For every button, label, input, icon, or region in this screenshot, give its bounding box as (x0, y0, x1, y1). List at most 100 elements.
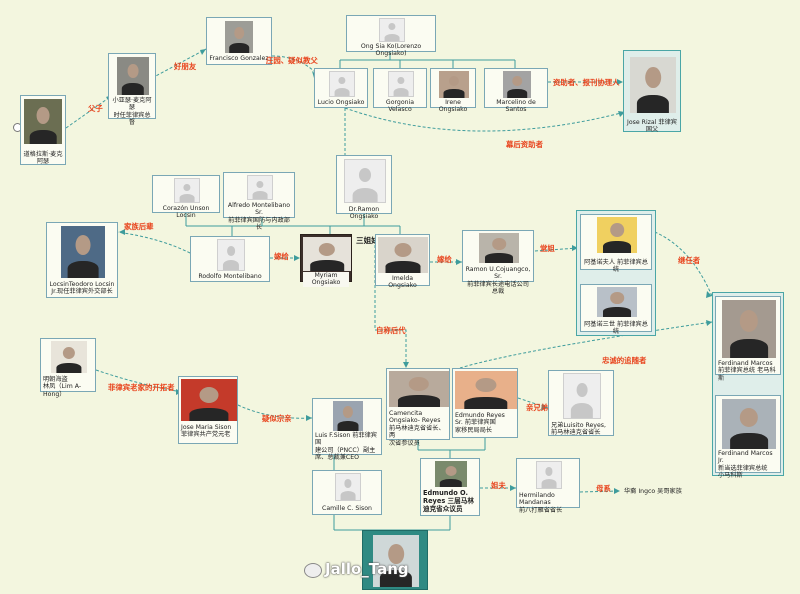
node-imelda-ongsiako[interactable]: Imelda Ongsiako (375, 234, 430, 289)
edge-label-brother: 亲兄弟 (526, 403, 549, 412)
label-jose-rizal: Jose Rizal 菲律宾国父 (627, 119, 677, 134)
photo-arthur-macarthur (117, 57, 149, 95)
node-gorgonia-velasco[interactable]: Gorgonia Velasco (373, 68, 427, 113)
label-luisito-reyes: 兄弟Luisito Reyes, 前马林迪克省省长 (551, 422, 606, 437)
node-ramon-ongsiako[interactable]: Dr.Ramon Ongsiako (336, 155, 392, 220)
node-francisco-gonzalez[interactable]: Francisco Gonzalez (206, 17, 272, 65)
node-aquino-iii[interactable]: 阿基诺三世 前菲律宾总统 (580, 284, 652, 335)
watermark: Jallo_Tang (325, 560, 409, 578)
label-myriam-ongsiako: Myriam Ongsiako (303, 272, 349, 287)
photo-bottom-reyes (373, 535, 419, 587)
label-douglas-macarthur: 道格拉斯·麦克阿瑟 (23, 151, 63, 166)
node-luis-sison[interactable]: Luis F.Sison 前菲律宾国 建公司（PNCC）副主 席、总裁兼CEO (312, 398, 382, 461)
label-jose-maria-sison: Jose Maria Sison 菲律宾共产党元老 (181, 424, 232, 439)
photo-locsin-jr (61, 226, 105, 278)
photo-irene-ongsiako (439, 71, 469, 98)
photo-camencita-reyes (389, 371, 449, 407)
node-camencita-reyes[interactable]: Camencita Ongsiako- Reyes 前马林迪克省省长、两 次省参… (386, 368, 450, 447)
photo-marcos-jr (722, 399, 776, 449)
photo-imelda-ongsiako (378, 237, 428, 273)
edge-label-father: 父子 (88, 104, 103, 113)
photo-aquino-mother (597, 217, 637, 253)
node-arthur-macarthur[interactable]: 小亚瑟·麦克阿瑟 时任菲律宾总督 (108, 53, 156, 126)
label-gorgonia-velasco: Gorgonia Velasco (385, 99, 415, 114)
edge-label-family-rising: 家族后辈 (124, 222, 154, 231)
photo-jose-rizal (630, 57, 676, 113)
node-edmundo-o-reyes[interactable]: Edmundo O. Reyes 三届马林 迪克省众议员 (420, 458, 480, 516)
photo-luis-sison (333, 401, 363, 431)
edge-label-maternal: 母系 (596, 484, 611, 493)
node-alfredo-montelibano[interactable]: Alfredo Montelibano Sr. 前菲律宾国防与内政部长 (223, 172, 295, 231)
node-lucio-ongsiako[interactable]: Lucio Ongsiako (314, 68, 368, 108)
label-alfredo-montelibano: Alfredo Montelibano Sr. 前菲律宾国防与内政部长 (227, 202, 291, 232)
label-corazon-locsin: Corazón Unson Locsin (162, 205, 210, 220)
node-aquino-mother[interactable]: 阿基诺夫人 前菲律宾总统 (580, 214, 652, 273)
node-ferdinand-marcos[interactable]: Ferdinand Marcos 前菲律宾总统 老马科斯 (715, 296, 781, 382)
weibo-icon (304, 563, 322, 578)
node-lim-ah-hong[interactable]: 明朝海盗 林凤（Lim A- Hong） (40, 338, 96, 398)
edge-label-successor: 继任者 (678, 256, 701, 265)
node-jose-maria-sison[interactable]: Jose Maria Sison 菲律宾共产党元老 (178, 376, 238, 444)
node-camille-sison[interactable]: Camille C. Sison (312, 470, 382, 515)
edge-label-suspected-clan: 疑似宗亲 (262, 414, 292, 423)
node-irene-ongsiako[interactable]: Irene Ongsiako (430, 68, 476, 113)
photo-ferdinand-marcos (722, 300, 776, 358)
photo-rodolfo-montelibano (217, 239, 245, 271)
node-ong-sia-ko[interactable]: Ong Sia Ko(Lorenzo Ongsiako) (346, 15, 436, 57)
edge-label-cousin: 堂姐 (540, 244, 555, 253)
label-ramon-ongsiako: Dr.Ramon Ongsiako (348, 206, 380, 221)
label-camencita-reyes: Camencita Ongsiako- Reyes 前马林迪克省省长、两 次省参… (389, 410, 445, 447)
photo-camille-sison (335, 473, 361, 501)
node-locsin-jr[interactable]: LocsinTeodoro Locsin Jr.现任菲律宾外交部长 (46, 222, 118, 298)
photo-ong-sia-ko (379, 18, 405, 42)
edge-label-loyal-follower: 忠诚的追随者 (602, 356, 647, 365)
label-irene-ongsiako: Irene Ongsiako (438, 99, 468, 114)
photo-corazon-locsin (174, 178, 200, 203)
node-luisito-reyes[interactable]: 兄弟Luisito Reyes, 前马林迪克省省长 (548, 370, 614, 436)
label-ingco-clan: 华裔 Ingco 吴哥家族 (624, 488, 682, 495)
label-edmundo-o-reyes: Edmundo O. Reyes 三届马林 迪克省众议员 (423, 489, 474, 513)
label-three-sisters: 三姐妹 (356, 236, 379, 245)
label-arthur-macarthur: 小亚瑟·麦克阿瑟 时任菲律宾总督 (112, 97, 152, 127)
node-jose-rizal[interactable]: Jose Rizal 菲律宾国父 (623, 50, 681, 134)
photo-jose-maria-sison (181, 379, 237, 421)
photo-myriam-ongsiako (303, 237, 351, 271)
photo-ramon-cojuangco (479, 233, 519, 263)
label-edmundo-reyes-sr: Edmundo Reyes Sr. 前菲律宾国 家移民局局长 (455, 412, 505, 434)
label-marcelino-de-santos: Marcelino de Santos (496, 99, 536, 114)
photo-ramon-ongsiako (344, 159, 386, 203)
photo-alfredo-montelibano (247, 175, 273, 200)
node-douglas-macarthur[interactable]: 道格拉斯·麦克阿瑟 (20, 95, 66, 165)
label-marcos-jr: Ferdinand Marcos Jr. 新当选菲律宾总统 小马科斯 (718, 450, 773, 480)
label-aquino-mother: 阿基诺夫人 前菲律宾总统 (584, 259, 648, 274)
photo-lucio-ongsiako (329, 71, 355, 97)
label-imelda-ongsiako: Imelda Ongsiako (388, 275, 417, 290)
photo-gorgonia-velasco (388, 71, 414, 97)
photo-marcelino-de-santos (503, 71, 531, 98)
label-hermilando-mandanas: Hermilando Mandanas 前八打雁省省长 (519, 492, 563, 514)
edge-label-son-in-law: 姐夫 (491, 481, 506, 490)
photo-edmundo-reyes-sr (455, 371, 517, 409)
node-corazon-locsin[interactable]: Corazón Unson Locsin (152, 175, 220, 219)
label-ferdinand-marcos: Ferdinand Marcos 前菲律宾总统 老马科斯 (718, 360, 776, 382)
label-lucio-ongsiako: Lucio Ongsiako (317, 99, 365, 106)
label-rodolfo-montelibano: Rodolfo Montelibano (198, 273, 262, 280)
label-locsin-jr: LocsinTeodoro Locsin Jr.现任菲律宾外交部长 (49, 281, 115, 296)
node-rodolfo-montelibano[interactable]: Rodolfo Montelibano (190, 236, 270, 282)
node-marcos-jr[interactable]: Ferdinand Marcos Jr. 新当选菲律宾总统 小马科斯 (715, 395, 781, 479)
node-hermilando-mandanas[interactable]: Hermilando Mandanas 前八打雁省省长 (516, 458, 580, 514)
label-ong-sia-ko: Ong Sia Ko(Lorenzo Ongsiako) (360, 43, 422, 58)
edge-label-founder: 菲律宾老家的开拓者 (108, 383, 175, 392)
photo-edmundo-o-reyes (435, 461, 467, 487)
node-ramon-cojuangco[interactable]: Ramon U.Cojuangco, Sr. 前菲律宾长途电话公司总裁 (462, 230, 534, 295)
node-bottom-reyes[interactable] (362, 530, 428, 590)
node-marcelino-de-santos[interactable]: Marcelino de Santos (484, 68, 548, 113)
edge-label-sponsor: 资助者、报刊协理人 (553, 78, 620, 87)
photo-lim-ah-hong (51, 341, 87, 373)
node-edmundo-reyes-sr[interactable]: Edmundo Reyes Sr. 前菲律宾国 家移民局局长 (452, 368, 518, 438)
label-lim-ah-hong: 明朝海盗 林凤（Lim A- Hong） (43, 376, 82, 398)
node-myriam-ongsiako[interactable]: Myriam Ongsiako (300, 234, 352, 287)
edge-label-self-descendant: 自称后代 (376, 326, 406, 335)
edge-label-marry-1: 嫁给 (274, 252, 289, 261)
edge-label-good-friend: 好朋友 (174, 62, 197, 71)
